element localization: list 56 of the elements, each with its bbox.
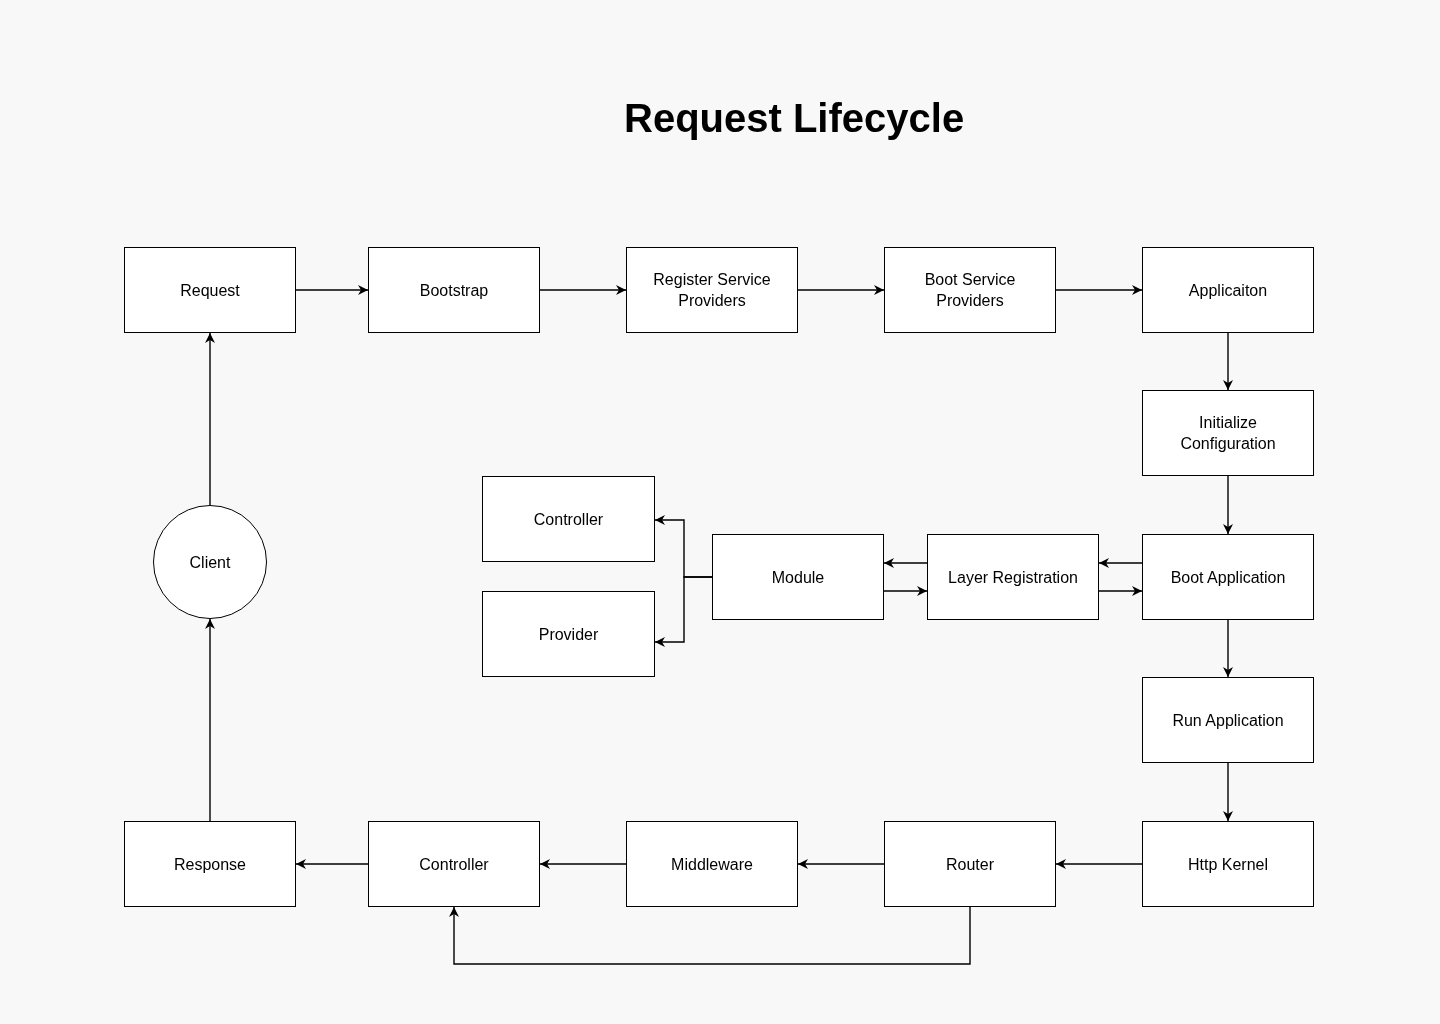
process-box	[124, 247, 296, 333]
node-label: Response	[173, 854, 246, 875]
node-label: Boot Service Providers	[923, 270, 1017, 311]
arrow	[1223, 475, 1233, 535]
arrow	[1223, 332, 1233, 391]
process-box	[1142, 247, 1314, 333]
arrow	[883, 586, 928, 596]
process-box	[884, 247, 1056, 333]
process-box	[626, 247, 798, 333]
arrow	[797, 859, 885, 869]
arrow	[883, 558, 928, 568]
node-label: Run Application	[1172, 710, 1284, 731]
arrow	[797, 285, 885, 295]
arrow	[1098, 558, 1143, 568]
node-label: Http Kernel	[1187, 854, 1268, 875]
node-label: Client	[189, 552, 231, 573]
arrow	[539, 859, 627, 869]
arrow	[1055, 285, 1143, 295]
process-box	[1142, 821, 1314, 907]
process-box	[124, 821, 296, 907]
process-box	[368, 821, 540, 907]
arrow	[295, 859, 369, 869]
process-box	[482, 591, 655, 677]
arrow	[1098, 586, 1143, 596]
process-box	[1142, 677, 1314, 763]
node-label: Module	[771, 567, 825, 588]
arrow	[1055, 859, 1143, 869]
arrow	[654, 576, 713, 647]
node-label: Applicaiton	[1188, 280, 1268, 301]
arrow	[205, 618, 215, 822]
arrow	[295, 285, 369, 295]
arrow	[449, 906, 971, 965]
node-label: Controller	[533, 509, 604, 530]
node-label: Initialize Configuration	[1179, 413, 1277, 454]
arrow	[205, 332, 215, 506]
process-box	[1142, 390, 1314, 476]
node-label: Provider	[538, 624, 599, 645]
process-box	[927, 534, 1099, 620]
process-box	[626, 821, 798, 907]
process-box	[712, 534, 884, 620]
process-box	[482, 476, 655, 562]
node-label: Router	[946, 854, 994, 875]
arrow	[1223, 619, 1233, 678]
process-box	[884, 821, 1056, 907]
node-label: Middleware	[671, 854, 753, 875]
process-box	[368, 247, 540, 333]
node-label: Layer Registration	[948, 567, 1078, 588]
node-label: Boot Application	[1170, 567, 1286, 588]
process-box	[1142, 534, 1314, 620]
node-label: Controller	[419, 854, 489, 875]
node-label: Request	[180, 280, 240, 301]
node-label: Bootstrap	[419, 280, 489, 301]
node-label: Register Service Providers	[652, 270, 772, 311]
diagram-title: Request Lifecycle	[624, 95, 965, 142]
arrow	[539, 285, 627, 295]
arrow	[1223, 762, 1233, 822]
